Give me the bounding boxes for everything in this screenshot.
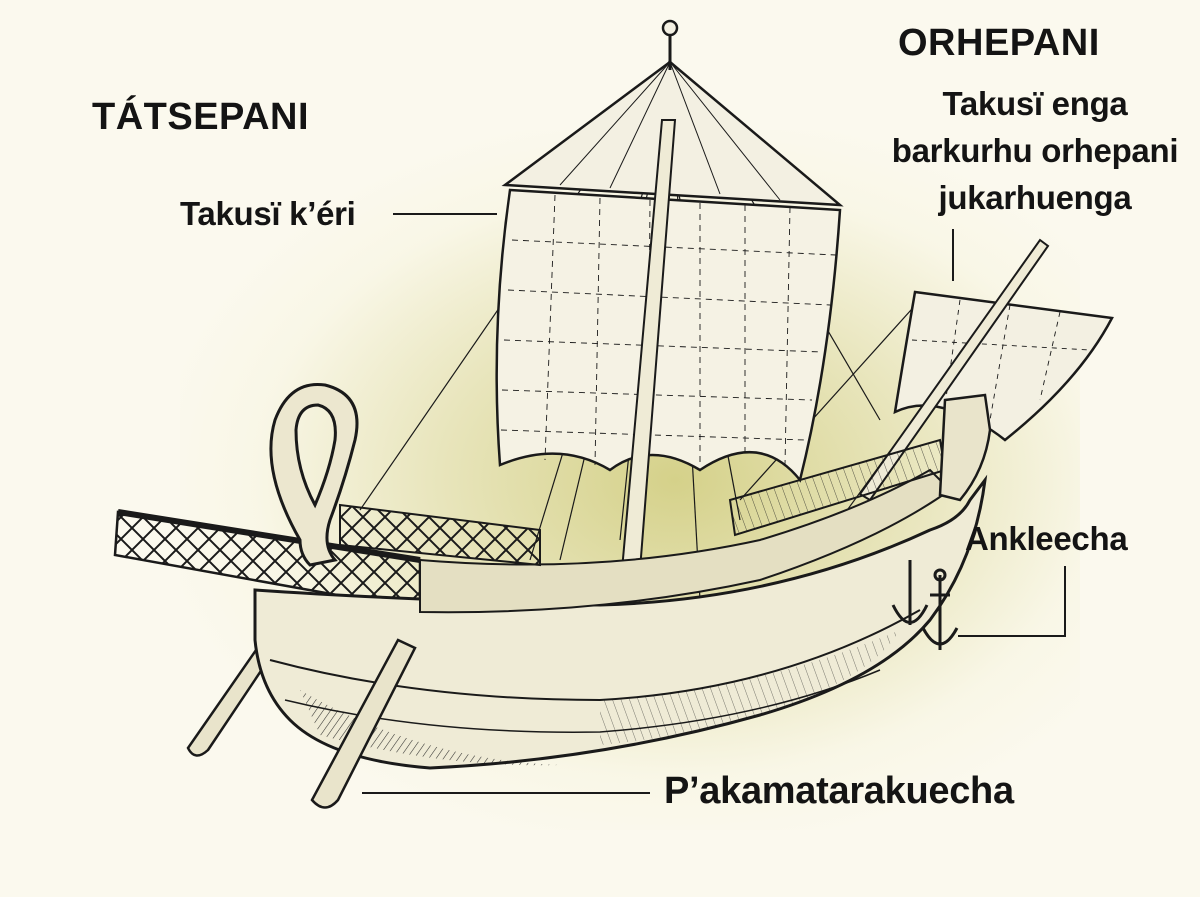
label-steering-oars: P’akamatarakuecha (664, 770, 1014, 813)
label-front-sail-line-1: Takusï enga (870, 80, 1200, 127)
heading-stern: TÁTSEPANI (92, 96, 309, 139)
label-front-sail-line-3: jukarhuenga (870, 174, 1200, 221)
main-sail (497, 190, 840, 480)
label-front-sail-line-2: barkurhu orhepani (870, 127, 1200, 174)
label-front-sail: Takusï enga barkurhu orhepani jukarhueng… (870, 80, 1200, 221)
label-anchors: Ankleecha (965, 520, 1127, 558)
mast-finial (663, 21, 677, 35)
heading-bow: ORHEPANI (898, 22, 1100, 65)
label-main-sail: Takusï k’éri (180, 195, 356, 233)
leader-anchors (958, 566, 1065, 636)
